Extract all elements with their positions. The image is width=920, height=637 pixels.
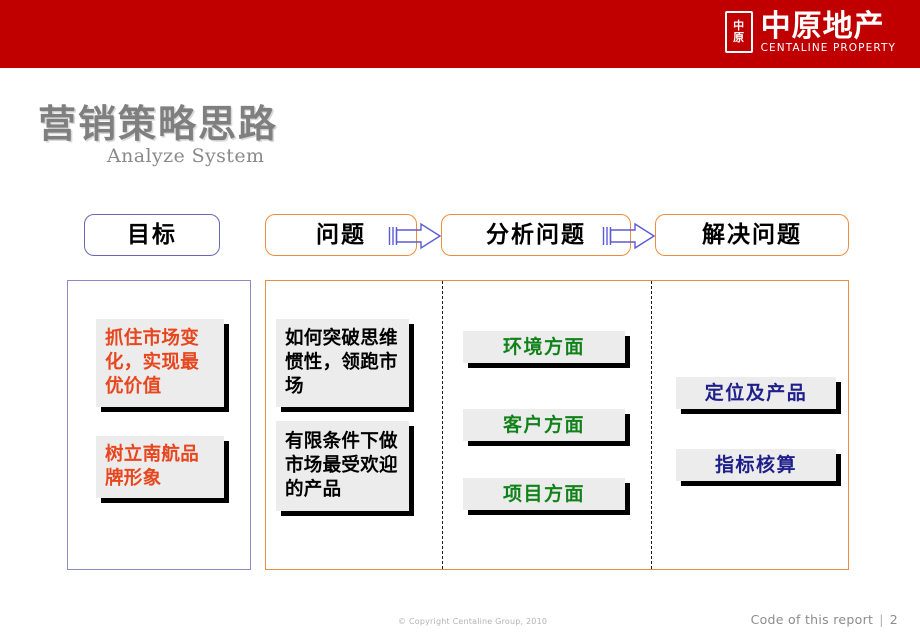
header-band: 中 原 中原地产 CENTALINE PROPERTY <box>0 0 920 68</box>
stage-label-goal: 目标 <box>127 221 177 248</box>
analyze-card-1[interactable]: 环境方面 <box>463 331 625 363</box>
column-divider-1 <box>442 281 443 569</box>
solve-card-2[interactable]: 指标核算 <box>676 449 836 481</box>
stage-box-problem[interactable]: 问题 <box>265 214 417 256</box>
goal-card-1-text: 抓住市场变化，实现最优价值 <box>105 327 200 398</box>
solve-card-2-text: 指标核算 <box>714 453 797 476</box>
seal-char-top: 中 <box>733 19 745 32</box>
column-divider-2 <box>651 281 652 569</box>
footer-separator: | <box>879 612 884 627</box>
seal-char-bottom: 原 <box>733 31 745 44</box>
analyze-card-2-text: 客户方面 <box>502 413 585 436</box>
flow-arrow-icon-2 <box>602 222 656 250</box>
process-panel: 如何突破思维惯性，领跑市场 有限条件下做市场最受欢迎的产品 环境方面 客户方面 … <box>265 280 849 570</box>
page-subtitle: Analyze System <box>107 145 265 167</box>
brand-name-en: CENTALINE PROPERTY <box>760 42 896 54</box>
solve-card-1[interactable]: 定位及产品 <box>676 377 836 409</box>
page-title: 营销策略思路 <box>38 102 279 146</box>
goal-card-1[interactable]: 抓住市场变化，实现最优价值 <box>96 319 224 407</box>
brand-name-cn: 中原地产 <box>760 9 885 44</box>
stage-label-problem: 问题 <box>316 221 366 248</box>
goal-card-2-text: 树立南航品牌形象 <box>105 443 200 489</box>
analyze-card-2[interactable]: 客户方面 <box>463 409 625 441</box>
footer-report-label: Code of this report <box>750 612 874 627</box>
goal-card-2[interactable]: 树立南航品牌形象 <box>96 436 224 498</box>
flow-arrow-icon-1 <box>388 222 442 250</box>
problem-card-2-text: 有限条件下做市场最受欢迎的产品 <box>285 430 398 501</box>
stage-label-solve: 解决问题 <box>702 221 802 248</box>
footer-page-number: 2 <box>889 612 898 627</box>
stage-box-goal[interactable]: 目标 <box>84 214 220 256</box>
analyze-card-3[interactable]: 项目方面 <box>463 478 625 510</box>
goal-panel: 抓住市场变化，实现最优价值 树立南航品牌形象 <box>67 280 251 570</box>
stage-label-analyze: 分析问题 <box>486 221 586 248</box>
analyze-card-3-text: 项目方面 <box>502 482 585 505</box>
footer-right: Code of this report | 2 <box>751 612 898 627</box>
brand-logo: 中 原 中原地产 CENTALINE PROPERTY <box>724 11 896 55</box>
problem-card-2[interactable]: 有限条件下做市场最受欢迎的产品 <box>276 421 409 511</box>
stage-box-solve[interactable]: 解决问题 <box>655 214 849 256</box>
stage-box-analyze[interactable]: 分析问题 <box>441 214 631 256</box>
centaline-seal-icon: 中 原 <box>724 11 753 53</box>
problem-card-1-text: 如何突破思维惯性，领跑市场 <box>285 327 398 398</box>
problem-card-1[interactable]: 如何突破思维惯性，领跑市场 <box>276 319 409 407</box>
solve-card-1-text: 定位及产品 <box>704 381 808 404</box>
brand-logo-text: 中原地产 CENTALINE PROPERTY <box>761 11 896 55</box>
footer-copyright: © Copyright Centaline Group, 2010 <box>398 617 548 626</box>
analyze-card-1-text: 环境方面 <box>502 335 585 358</box>
